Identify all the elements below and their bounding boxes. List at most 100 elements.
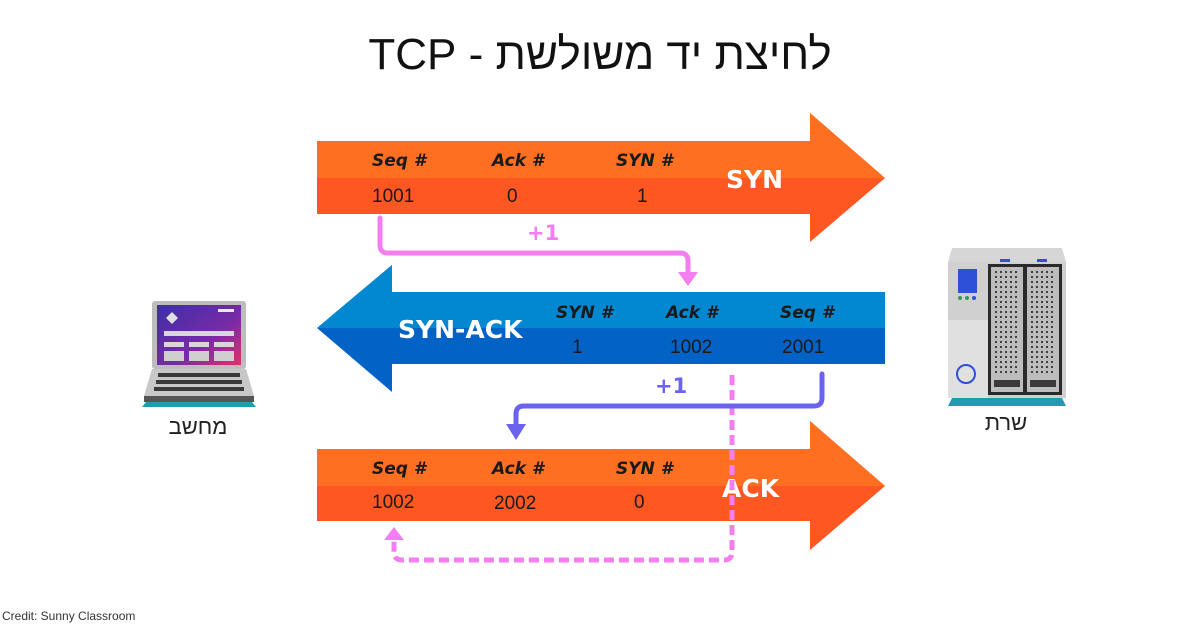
vent-hole	[1040, 365, 1044, 369]
vent-hole	[1004, 330, 1008, 334]
syn-ack-value-ack: 1002	[670, 337, 712, 358]
vent-hole	[1045, 330, 1049, 334]
vent-hole	[1045, 360, 1049, 364]
vent-hole	[999, 365, 1003, 369]
server-label: שרת	[984, 410, 1028, 435]
syn-ack-label: SYN-ACK	[398, 315, 524, 344]
vent-hole	[1009, 305, 1013, 309]
vent-hole	[1009, 370, 1013, 374]
purple-arrowhead-icon	[506, 424, 526, 440]
vent-hole	[1035, 270, 1039, 274]
vent-hole	[1014, 305, 1018, 309]
vent-hole	[999, 345, 1003, 349]
vent-hole	[1035, 360, 1039, 364]
increment-connector-1: +1	[377, 215, 698, 286]
vent-hole	[1004, 270, 1008, 274]
vent-hole	[1030, 310, 1034, 314]
vent-hole	[994, 360, 998, 364]
vent-hole	[994, 355, 998, 359]
vent-hole	[1050, 305, 1054, 309]
vent-hole	[1004, 295, 1008, 299]
vent-hole	[1045, 295, 1049, 299]
vent-hole	[1030, 325, 1034, 329]
vent-hole	[1045, 365, 1049, 369]
syn-packet-arrow: Seq # Ack # SYN # 1001 0 1 SYN	[317, 113, 885, 242]
vent-hole	[1030, 350, 1034, 354]
vent-hole	[994, 315, 998, 319]
vent-hole	[1050, 330, 1054, 334]
vent-hole	[1030, 270, 1034, 274]
vent-hole	[1009, 355, 1013, 359]
dashed-return-connector	[384, 375, 735, 563]
vent-hole	[1030, 345, 1034, 349]
vent-hole	[1014, 340, 1018, 344]
vent-hole	[1030, 285, 1034, 289]
vent-hole	[1014, 285, 1018, 289]
ack-arrow-highlight	[317, 421, 885, 486]
vent-hole	[999, 270, 1003, 274]
vent-hole	[999, 325, 1003, 329]
vent-hole	[1014, 315, 1018, 319]
vent-hole	[1009, 275, 1013, 279]
vent-hole	[1035, 330, 1039, 334]
vent-hole	[1040, 295, 1044, 299]
vent-hole	[1040, 300, 1044, 304]
vent-hole	[994, 275, 998, 279]
vent-hole	[1004, 300, 1008, 304]
vent-hole	[1045, 275, 1049, 279]
vent-hole	[1050, 315, 1054, 319]
vent-hole	[1004, 350, 1008, 354]
vent-hole	[1035, 340, 1039, 344]
vent-hole	[1030, 340, 1034, 344]
vent-hole	[1045, 300, 1049, 304]
vent-hole	[1050, 270, 1054, 274]
vent-hole	[1014, 350, 1018, 354]
vent-hole	[1009, 300, 1013, 304]
vent-hole	[994, 345, 998, 349]
vent-hole	[1035, 310, 1039, 314]
syn-header-seq: Seq #	[372, 151, 428, 171]
syn-header-syn: SYN #	[616, 151, 675, 171]
vent-hole	[1030, 365, 1034, 369]
vent-hole	[994, 335, 998, 339]
vent-hole	[1004, 305, 1008, 309]
vent-hole	[1004, 280, 1008, 284]
vent-hole	[994, 320, 998, 324]
vent-hole	[999, 285, 1003, 289]
ack-header-syn: SYN #	[616, 459, 675, 479]
vent-hole	[1030, 305, 1034, 309]
vent-hole	[1004, 290, 1008, 294]
vent-hole	[994, 300, 998, 304]
vent-hole	[1050, 310, 1054, 314]
vent-hole	[1030, 295, 1034, 299]
vent-hole	[1009, 350, 1013, 354]
credit-text: Credit: Sunny Classroom	[2, 609, 136, 623]
vent-hole	[1035, 355, 1039, 359]
vent-hole	[1009, 325, 1013, 329]
vent-hole	[1004, 340, 1008, 344]
purple-connector-line	[513, 371, 825, 430]
vent-hole	[1050, 325, 1054, 329]
vent-hole	[1035, 285, 1039, 289]
syn-ack-header-syn: SYN #	[556, 303, 615, 323]
vent-hole	[1035, 365, 1039, 369]
vent-hole	[1050, 300, 1054, 304]
vent-hole	[1045, 335, 1049, 339]
vent-hole	[1050, 365, 1054, 369]
syn-value-ack: 0	[507, 186, 518, 207]
vent-hole	[1014, 360, 1018, 364]
vent-hole	[1004, 335, 1008, 339]
vent-hole	[1030, 315, 1034, 319]
server-icon	[948, 248, 1066, 406]
vent-hole	[1009, 340, 1013, 344]
vent-hole	[1045, 345, 1049, 349]
vent-hole	[999, 315, 1003, 319]
vent-hole	[1009, 295, 1013, 299]
vent-hole	[1004, 275, 1008, 279]
vent-hole	[1004, 320, 1008, 324]
syn-ack-header-seq: Seq #	[780, 303, 836, 323]
vent-hole	[1050, 285, 1054, 289]
vent-hole	[1009, 315, 1013, 319]
vent-hole	[1009, 320, 1013, 324]
syn-arrow-highlight	[317, 113, 885, 178]
